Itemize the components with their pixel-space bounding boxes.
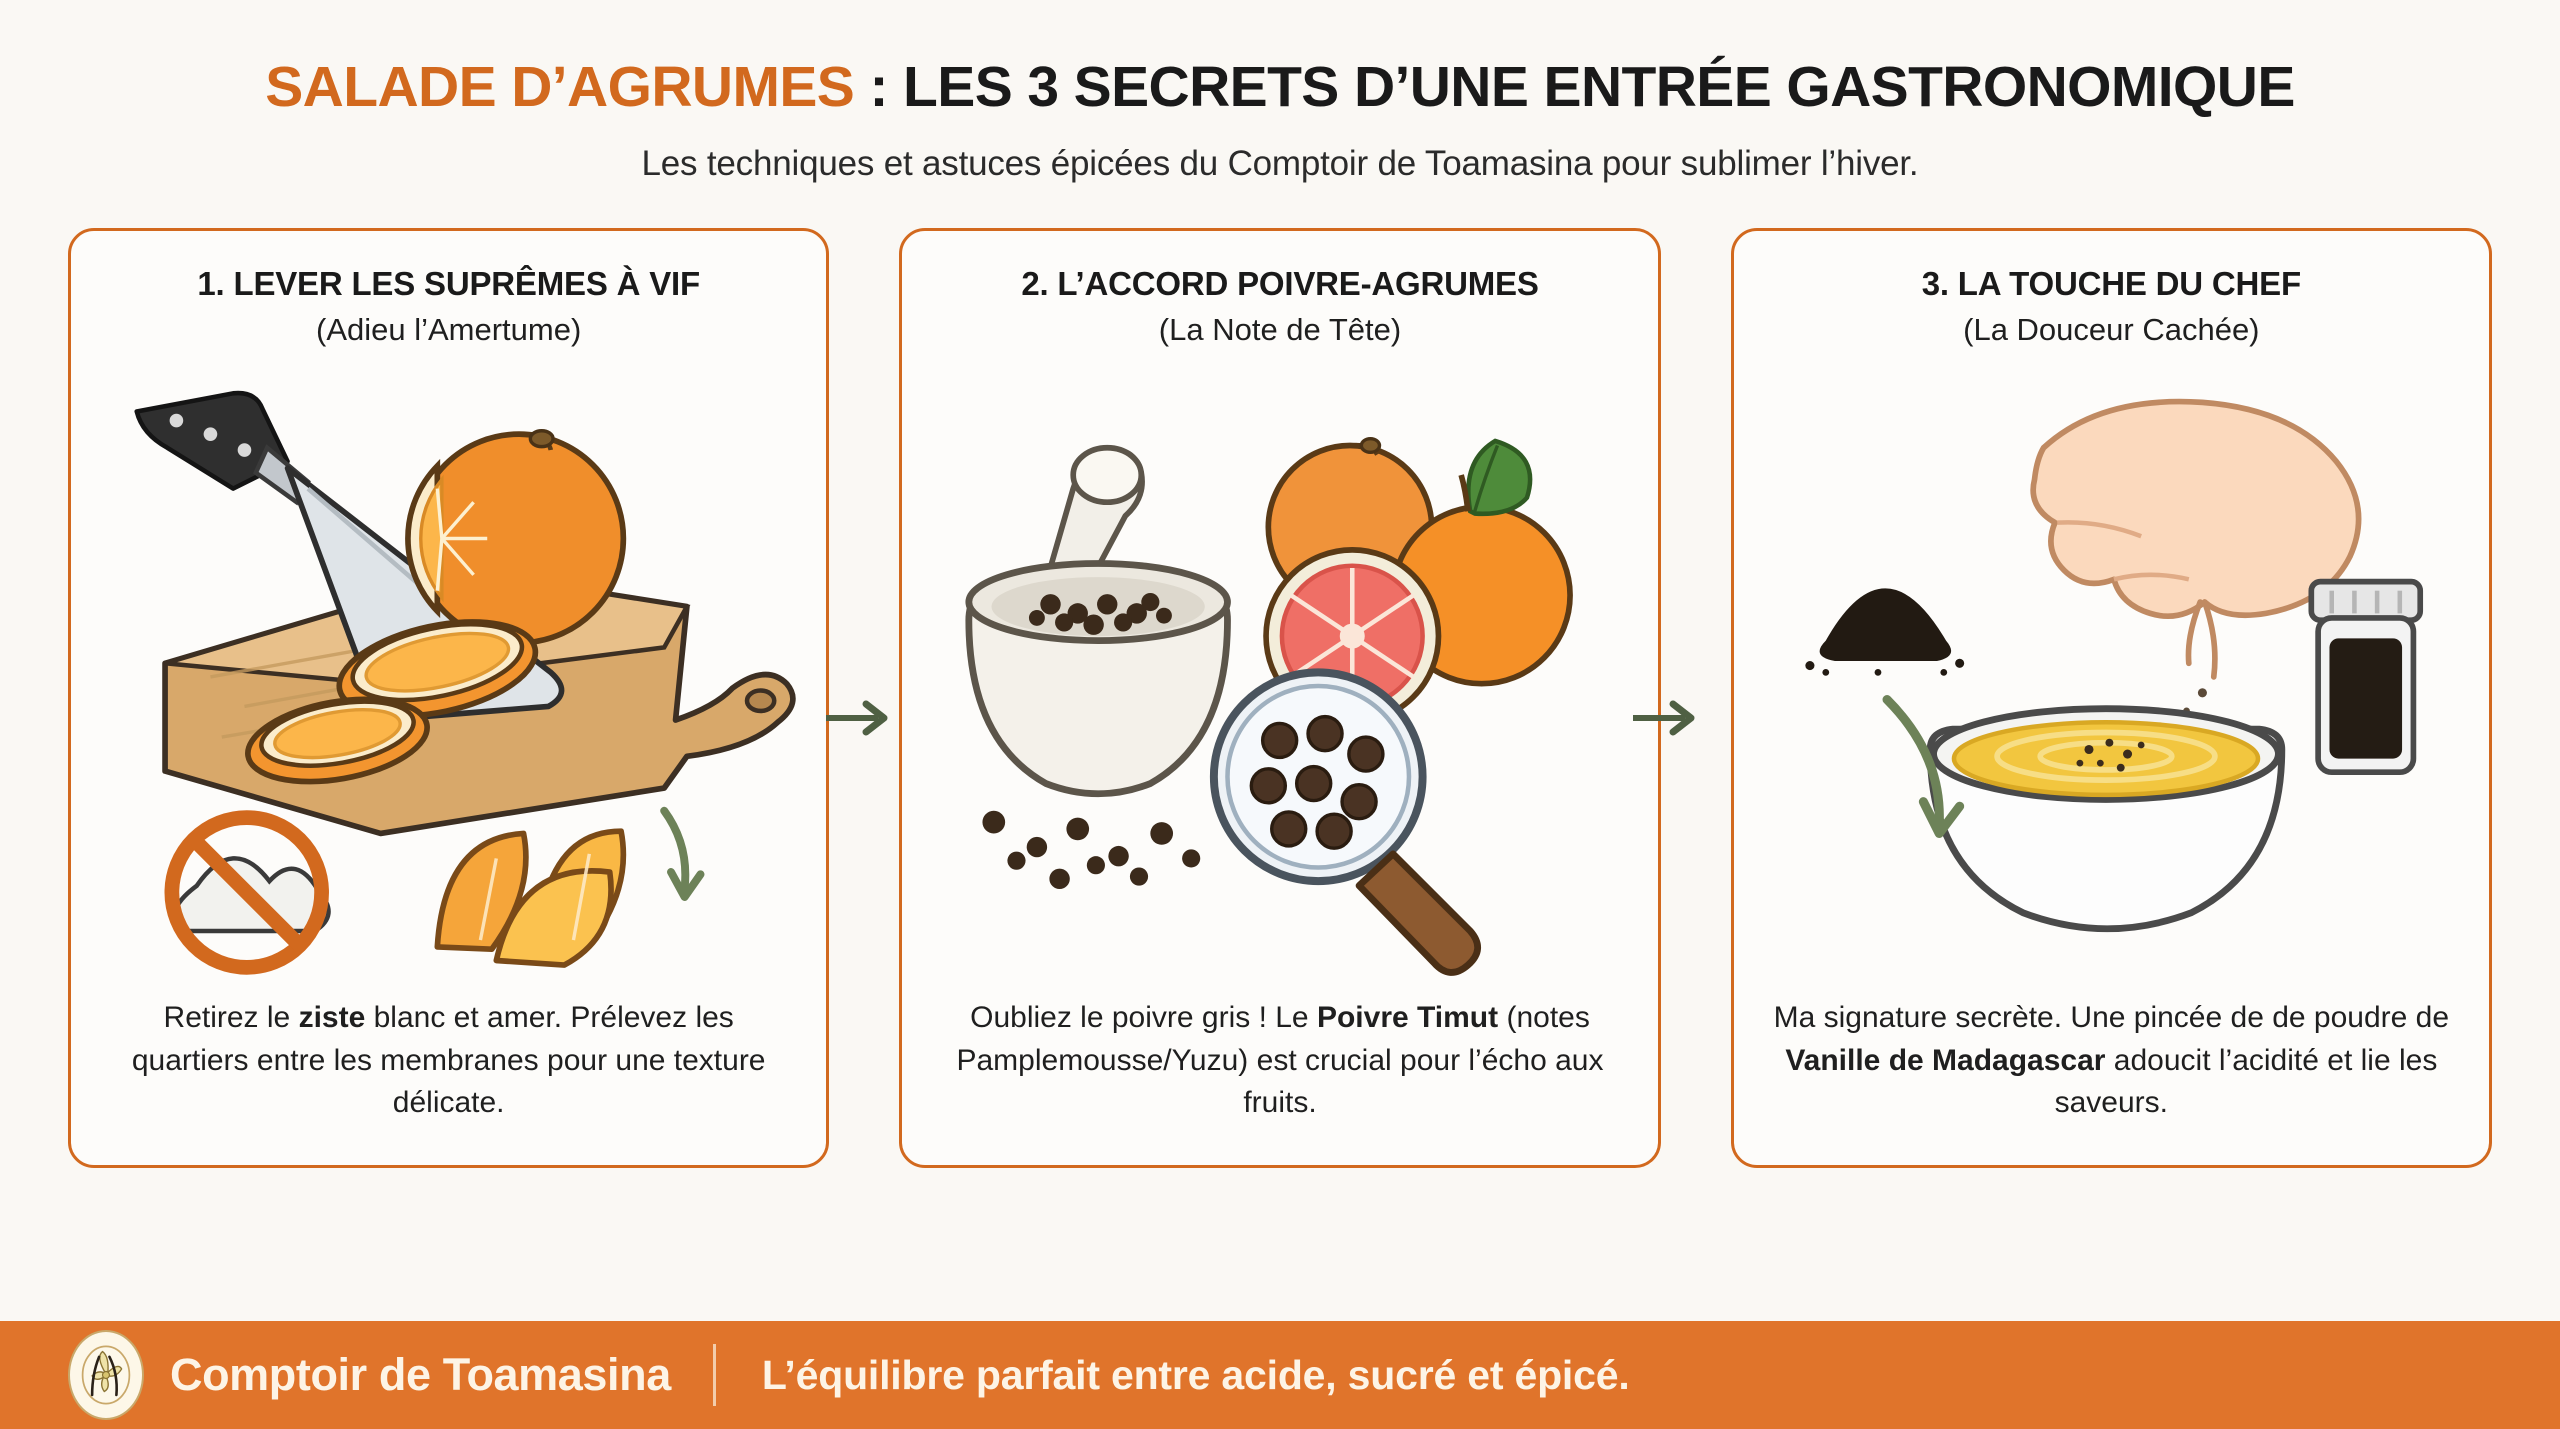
step-3-subtitle: (La Douceur Cachée): [1963, 311, 2260, 347]
step-1-illustration: [97, 352, 800, 997]
orange-slice-icon: [336, 618, 539, 719]
step-card-2: 2. L’ACCORD POIVRE-AGRUMES (La Note de T…: [899, 227, 1661, 1168]
footer-banner: Comptoir de Toamasina L’équilibre parfai…: [0, 1321, 2560, 1429]
footer-divider: [712, 1344, 716, 1406]
hand-sprinkling-icon: [2030, 398, 2362, 680]
magnifying-glass-icon: [1210, 668, 1482, 976]
step-card-1: 1. LEVER LES SUPRÊMES À VIF (Adieu l’Ame…: [68, 227, 830, 1168]
step-2-body-bold: Poivre Timut: [1316, 1001, 1499, 1035]
down-arrow-icon: [660, 806, 705, 901]
step-3-body-bold: Vanille de Madagascar: [1785, 1043, 2106, 1077]
vanilla-flower-icon: [81, 1345, 131, 1405]
curved-down-arrow-icon: [1882, 694, 1964, 838]
step-1-body-part1: Retirez le: [163, 1001, 299, 1035]
page-title-accent: SALADE D’AGRUMES: [265, 55, 855, 119]
page-subtitle: Les techniques et astuces épicées du Com…: [641, 143, 1919, 183]
arrow-card1-to-card2: [826, 700, 888, 736]
step-1-subtitle: (Adieu l’Amertume): [316, 311, 582, 347]
mortar-pestle-icon: [965, 444, 1232, 797]
orange-slice-icon: [245, 696, 430, 785]
step-2-body-part2: (notes Pamplemousse/Yuzu) est crucial po…: [956, 1001, 1604, 1120]
step-1-body: Retirez le ziste blanc et amer. Prélevez…: [97, 997, 800, 1135]
step-1-title: 1. LEVER LES SUPRÊMES À VIF: [197, 264, 700, 302]
page-title: SALADE D’AGRUMES : LES 3 SECRETS D’UNE E…: [0, 55, 2560, 119]
step-1-body-bold: ziste: [298, 1001, 366, 1035]
header: SALADE D’AGRUMES : LES 3 SECRETS D’UNE E…: [0, 0, 2560, 184]
step-3-body: Ma signature secrète. Une pincée de de p…: [1760, 997, 2463, 1135]
spilled-peppercorns-icon: [982, 810, 1201, 889]
vanilla-powder-mound-icon: [1805, 588, 1964, 676]
step-2-body: Oubliez le poivre gris ! Le Poivre Timut…: [928, 997, 1631, 1135]
step-1-body-part2: blanc et amer. Prélevez les quartiers en…: [131, 1001, 766, 1120]
no-pith-prohibition-icon: [164, 809, 331, 975]
spice-jar-icon: [2308, 578, 2423, 775]
step-2-body-part1: Oubliez le poivre gris ! Le: [970, 1001, 1317, 1035]
step-2-title: 2. L’ACCORD POIVRE-AGRUMES: [1021, 264, 1539, 302]
arrow-card2-to-card3: [1633, 700, 1695, 736]
peppercorns-icon: [1029, 592, 1173, 635]
step-2-subtitle: (La Note de Tête): [1158, 311, 1402, 347]
page-title-rest: : LES 3 SECRETS D’UNE ENTRÉE GASTRONOMIQ…: [854, 55, 2295, 119]
step-3-illustration: [1760, 352, 2463, 997]
step-3-body-part1: Ma signature secrète. Une pincée de de p…: [1773, 1001, 2450, 1035]
brand-logo: [68, 1330, 144, 1420]
step-3-body-part2: adoucit l’acidité et lie les saveurs.: [2054, 1043, 2438, 1120]
orange-wedges-icon: [434, 828, 627, 968]
steps-row: 1. LEVER LES SUPRÊMES À VIF (Adieu l’Ame…: [68, 227, 2492, 1168]
dressing-bowl-icon: [1926, 705, 2285, 932]
step-3-title: 3. LA TOUCHE DU CHEF: [1921, 264, 2301, 302]
brand-name: Comptoir de Toamasina: [170, 1349, 671, 1400]
step-2-illustration: [928, 352, 1631, 997]
footer-tagline: L’équilibre parfait entre acide, sucré e…: [761, 1351, 1630, 1398]
step-card-3: 3. LA TOUCHE DU CHEF (La Douceur Cachée): [1730, 227, 2492, 1168]
whole-orange-icon: [405, 428, 627, 646]
